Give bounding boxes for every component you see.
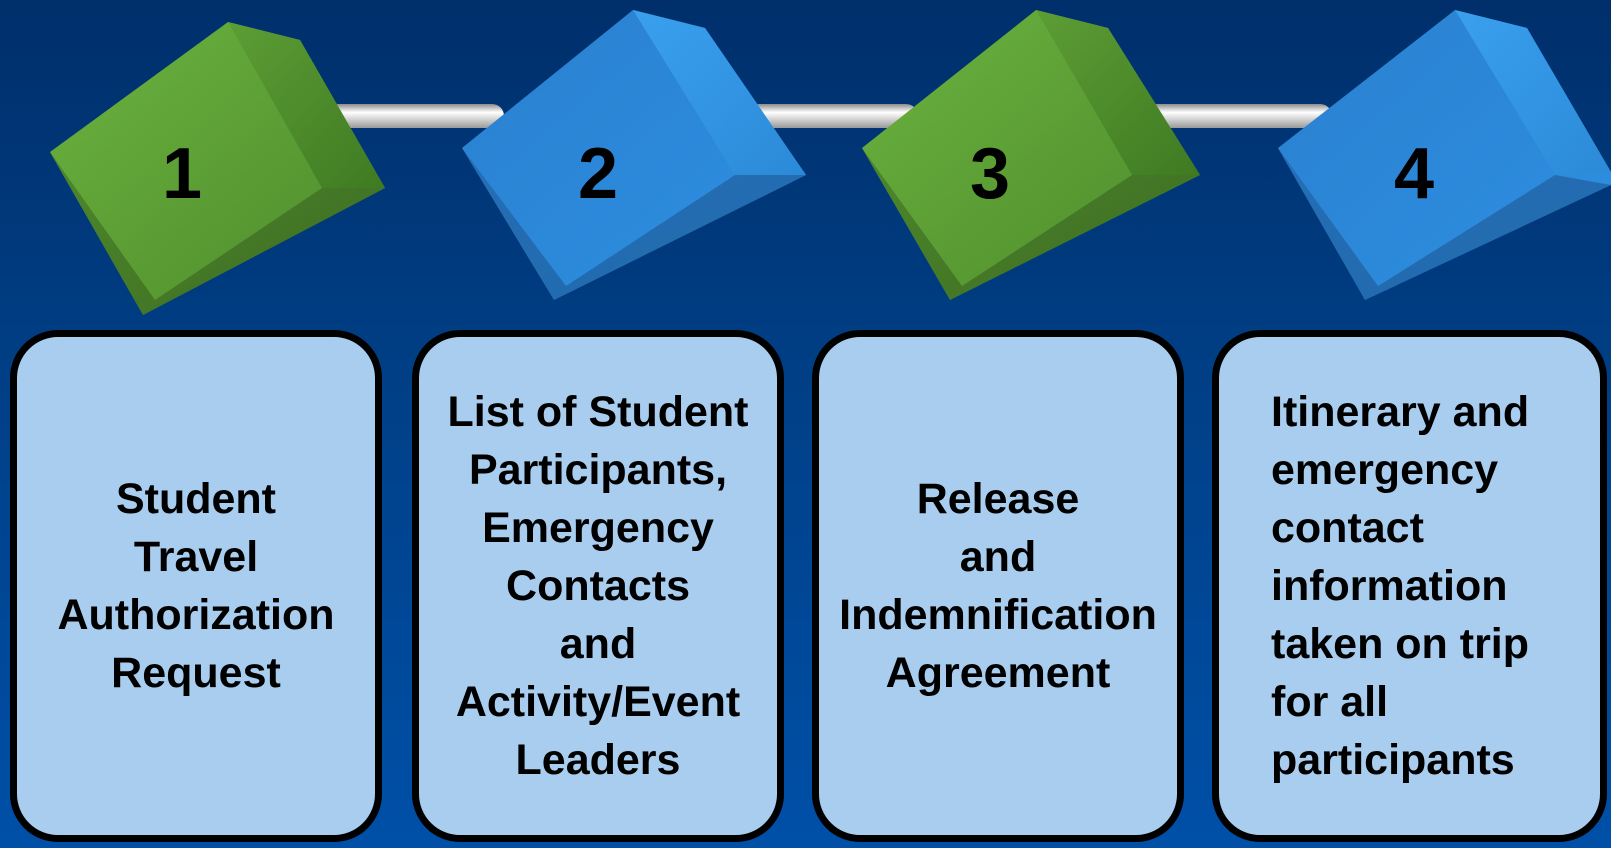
step-2-cube: 2 <box>462 10 806 300</box>
step-3-card: Release and Indemnification Agreement <box>812 330 1184 842</box>
step-1-number: 1 <box>162 134 202 214</box>
step-3-label: Release and Indemnification Agreement <box>839 475 1157 697</box>
step-1-card: Student Travel Authorization Request <box>10 330 382 842</box>
step-1-label: Student Travel Authorization Request <box>57 475 335 697</box>
step-4-label: Itinerary and emergency contact informat… <box>1271 388 1530 784</box>
step-2-label: List of Student Participants, Emergency … <box>447 388 749 784</box>
connector-rod <box>304 104 504 128</box>
connector-rod <box>1132 104 1332 128</box>
step-4-number: 4 <box>1394 134 1434 214</box>
step-2-number: 2 <box>578 134 618 214</box>
step-4-cube: 4 <box>1278 10 1611 300</box>
step-3-cube: 3 <box>862 10 1200 300</box>
step-3-number: 3 <box>970 134 1010 214</box>
step-4-card: Itinerary and emergency contact informat… <box>1212 330 1607 842</box>
step-1-cube: 1 <box>50 22 385 315</box>
step-2-card: List of Student Participants, Emergency … <box>412 330 784 842</box>
